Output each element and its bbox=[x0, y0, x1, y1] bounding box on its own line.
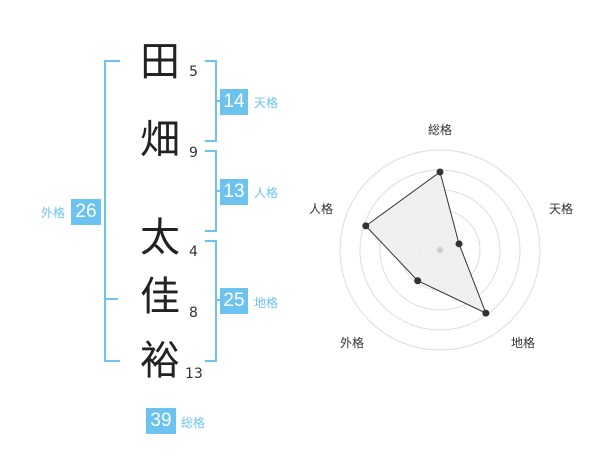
stroke-count-5: 13 bbox=[185, 366, 203, 382]
radar-point-4 bbox=[362, 222, 370, 230]
soukaku-label: 総格 bbox=[181, 416, 206, 430]
stroke-count-4: 8 bbox=[189, 305, 198, 321]
radar-axis-label-soukaku: 総格 bbox=[428, 123, 453, 137]
radar-point-1 bbox=[455, 240, 463, 248]
chikaku-bracket bbox=[205, 240, 217, 362]
radar-point-0 bbox=[436, 168, 444, 176]
radar-axis-label-jinkaku: 人格 bbox=[309, 202, 334, 216]
gaikaku-label: 外格 bbox=[41, 206, 66, 220]
chikaku-badge: 25 bbox=[220, 288, 248, 314]
radar-axis-label-gaikaku: 外格 bbox=[340, 336, 365, 350]
radar-point-2 bbox=[482, 309, 490, 317]
name-char-2: 畑 bbox=[140, 117, 180, 163]
radar-ring bbox=[339, 149, 541, 351]
name-char-1: 田 bbox=[140, 39, 180, 85]
chikaku-label: 地格 bbox=[254, 296, 279, 310]
jinkaku-badge: 13 bbox=[220, 179, 248, 205]
tenkaku-connector bbox=[216, 100, 222, 102]
radar-center-dot bbox=[437, 247, 443, 253]
jinkaku-label: 人格 bbox=[254, 186, 279, 200]
stroke-count-1: 5 bbox=[189, 64, 198, 80]
jinkaku-connector bbox=[216, 190, 222, 192]
gaikaku-bracket-tick bbox=[104, 298, 118, 300]
radar-point-3 bbox=[414, 277, 422, 285]
gaikaku-bracket bbox=[104, 60, 120, 362]
chikaku-connector bbox=[216, 299, 222, 301]
name-char-5: 裕 bbox=[140, 338, 180, 384]
radar-axis-label-chikaku: 地格 bbox=[511, 336, 536, 350]
radar-chart bbox=[339, 149, 541, 351]
soukaku-badge: 39 bbox=[146, 408, 176, 434]
name-char-3: 太 bbox=[140, 215, 180, 261]
radar-polygon bbox=[365, 171, 487, 315]
stroke-count-3: 4 bbox=[189, 244, 198, 260]
stroke-count-2: 9 bbox=[189, 145, 198, 161]
name-char-4: 佳 bbox=[140, 274, 180, 320]
gaikaku-badge: 26 bbox=[71, 199, 101, 225]
radar-axis-label-tenkaku: 天格 bbox=[549, 202, 574, 216]
tenkaku-badge: 14 bbox=[220, 89, 248, 115]
tenkaku-label: 天格 bbox=[254, 96, 279, 110]
